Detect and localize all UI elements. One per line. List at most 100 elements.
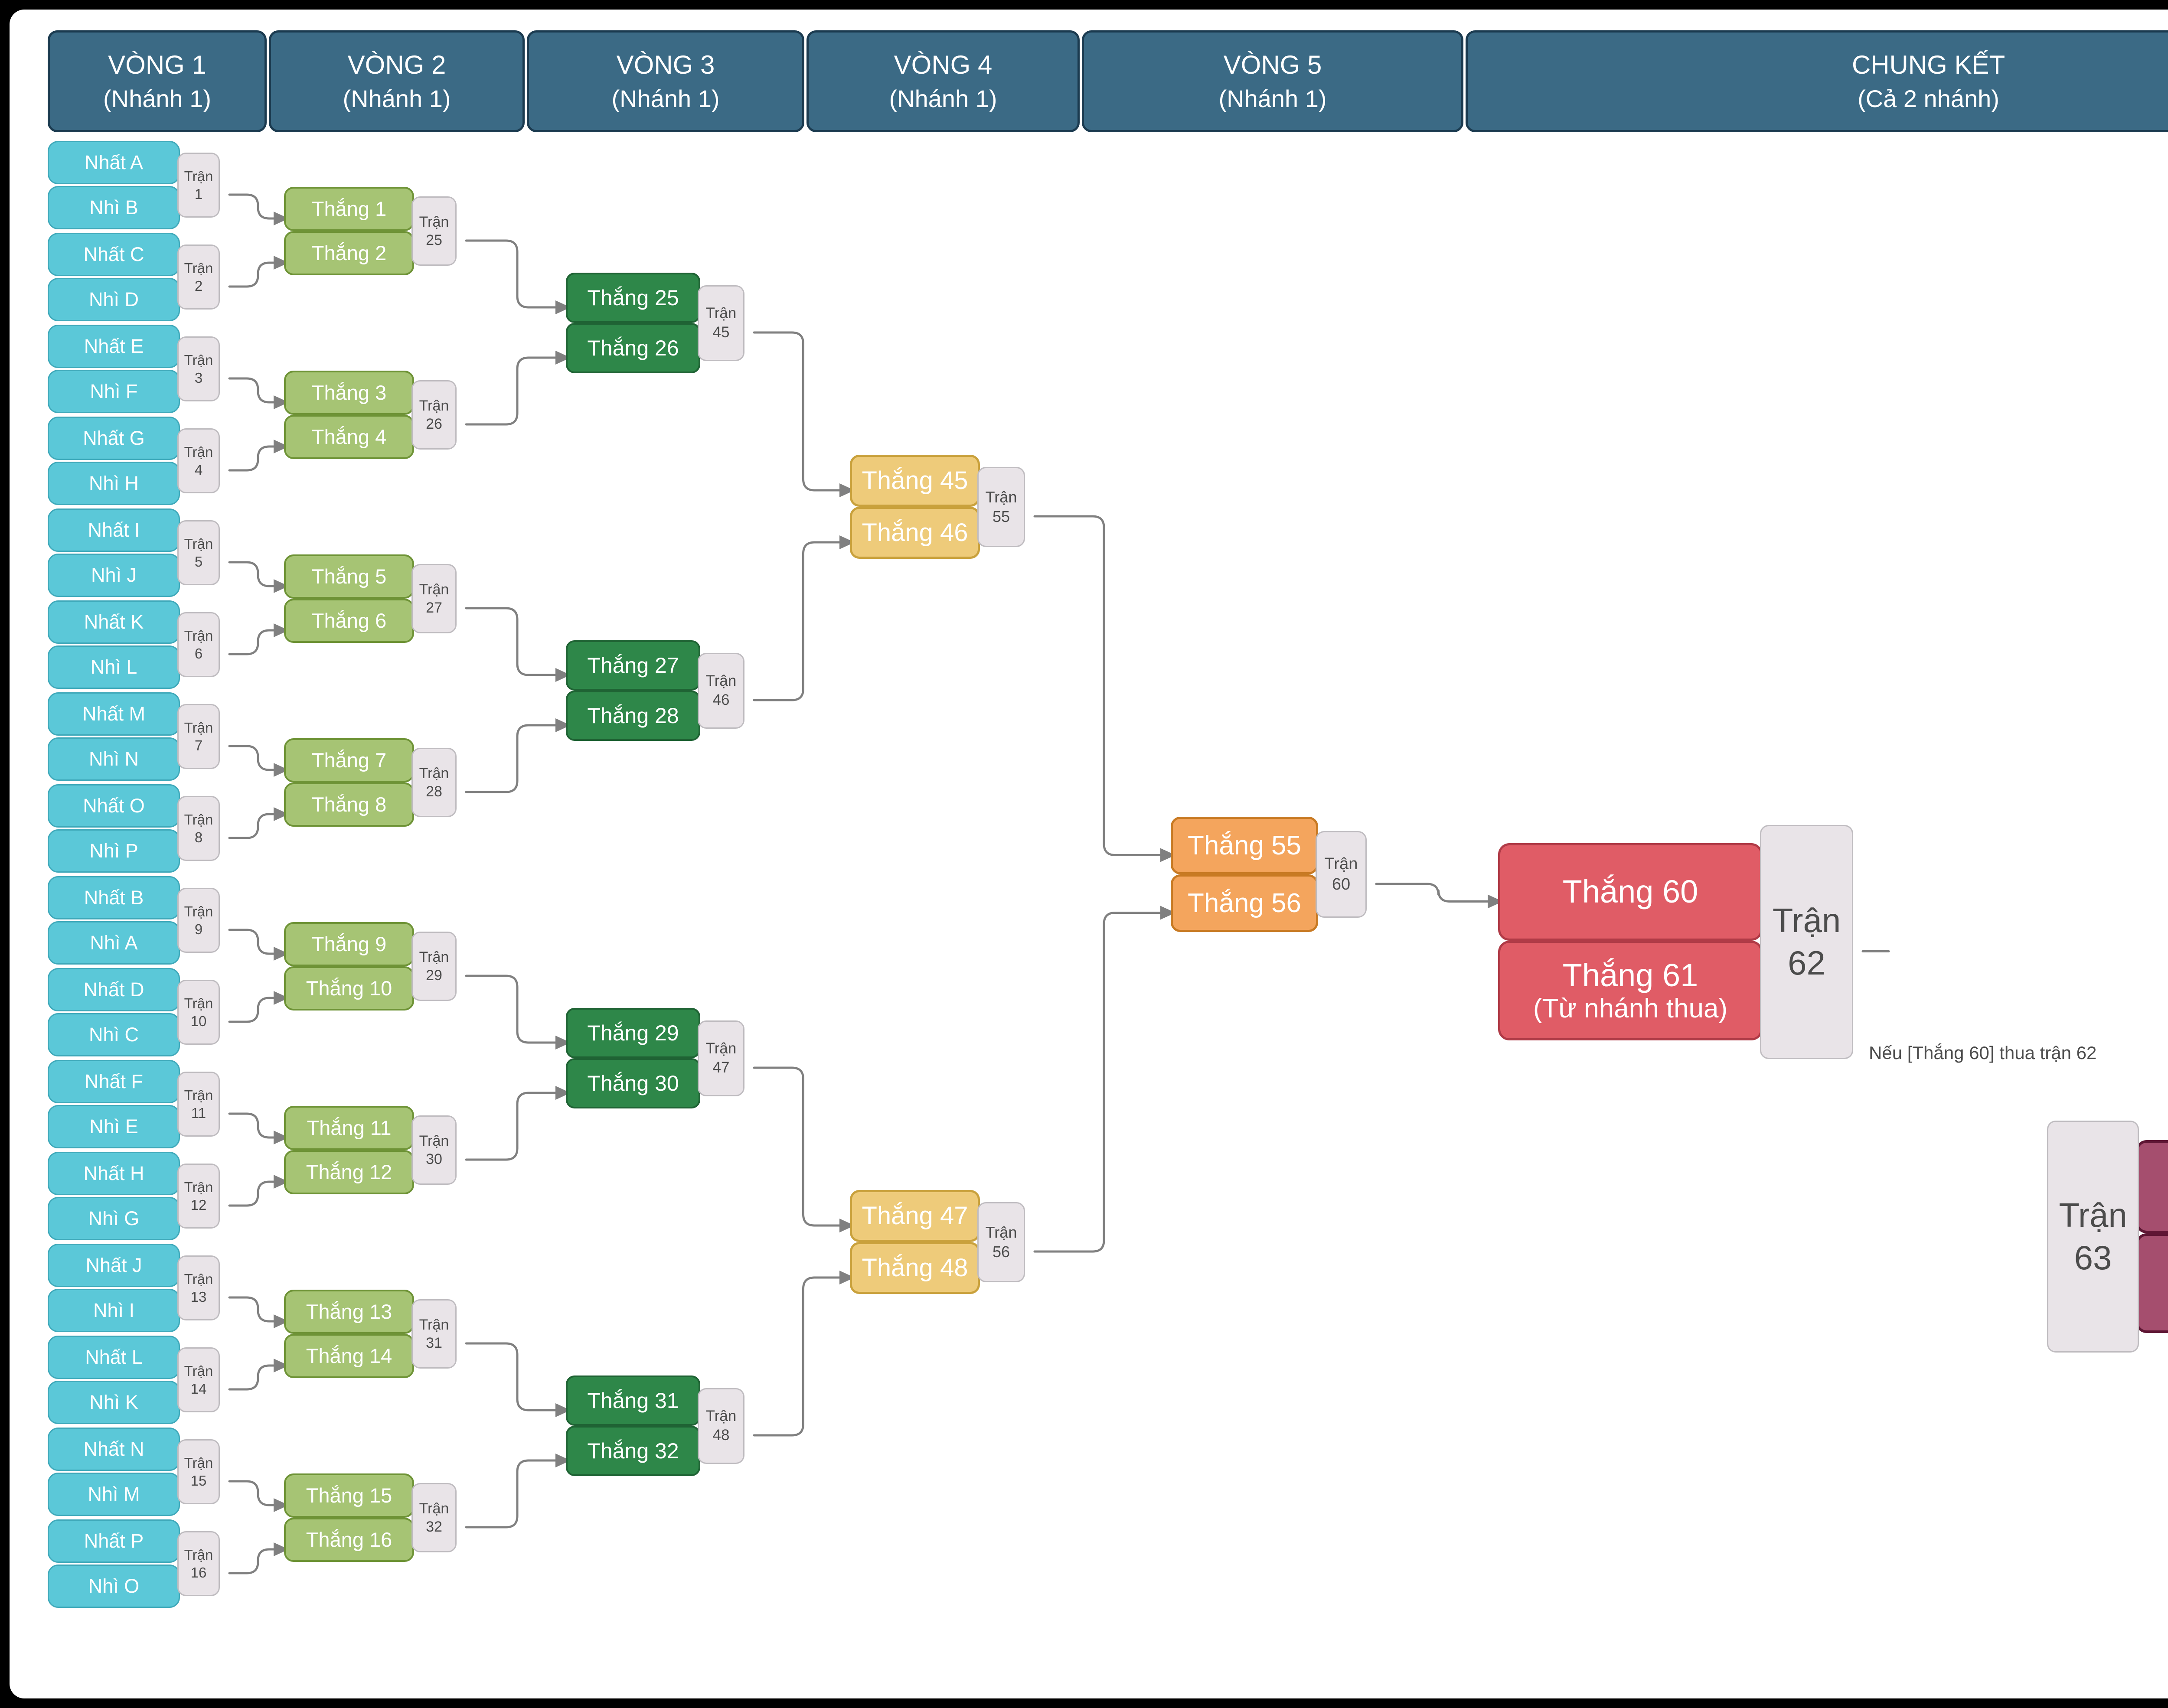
- round1-match-3-top-team[interactable]: Nhất E: [48, 325, 180, 368]
- round2-match-31-bottom-team[interactable]: Thắng 14: [284, 1334, 414, 1378]
- round1-match-2-top-team[interactable]: Nhất C: [48, 233, 180, 276]
- round4-match-56-bottom-team[interactable]: Thắng 48: [850, 1242, 980, 1294]
- round1-match-10-bottom-team[interactable]: Nhì C: [48, 1013, 180, 1056]
- round3-match-47-top-team[interactable]: Thắng 29: [566, 1008, 700, 1058]
- round2-match-32-bottom-team[interactable]: Thắng 16: [284, 1518, 414, 1562]
- round3-match-48-top-team[interactable]: Thắng 31: [566, 1376, 700, 1426]
- round1-match-3-bottom-team[interactable]: Nhì F: [48, 370, 180, 413]
- round2-match-30-top-team[interactable]: Thắng 11: [284, 1106, 414, 1150]
- round1-match-8-bottom-team[interactable]: Nhì P: [48, 829, 180, 873]
- round2-match-25-top-team[interactable]: Thắng 1: [284, 187, 414, 231]
- round2-match-25-bottom-team[interactable]: Thắng 2: [284, 231, 414, 275]
- round1-match-4-bottom-team[interactable]: Nhì H: [48, 462, 180, 505]
- round1-match-16-top-team[interactable]: Nhất P: [48, 1519, 180, 1563]
- round1-match-9-bottom-team[interactable]: Nhì A: [48, 921, 180, 965]
- round2-match-27-top-team[interactable]: Thắng 5: [284, 554, 414, 599]
- round3-match-46-top-team[interactable]: Thắng 27: [566, 640, 700, 691]
- match-number: 55: [992, 508, 1010, 525]
- round1-match-6-top-team[interactable]: Nhất K: [48, 600, 180, 644]
- round3-match-45-top-team[interactable]: Thắng 25: [566, 273, 700, 323]
- round4-match-55-bottom-team[interactable]: Thắng 46: [850, 507, 980, 559]
- round4-match-56-top-team[interactable]: Thắng 47: [850, 1190, 980, 1242]
- round1-match-2-bottom-team[interactable]: Nhì D: [48, 278, 180, 321]
- round3-match-48-bottom-team[interactable]: Thắng 32: [566, 1426, 700, 1476]
- round1-match-15-top-team[interactable]: Nhất N: [48, 1428, 180, 1471]
- round1-match-10-top-team[interactable]: Nhất D: [48, 968, 180, 1011]
- reset-match-63-bottom-team[interactable]: Thắng 61(Từ nhánh thua): [2135, 1233, 2168, 1333]
- round1-match-16-bottom-team[interactable]: Nhì O: [48, 1565, 180, 1608]
- round1-match-11-top-team[interactable]: Nhất F: [48, 1060, 180, 1103]
- round3-match-46-bottom-team[interactable]: Thắng 28: [566, 691, 700, 741]
- round2-match-32-top-team[interactable]: Thắng 15: [284, 1473, 414, 1518]
- round2-match-30-bottom-team[interactable]: Thắng 12: [284, 1150, 414, 1194]
- round2-match-29-bottom-team[interactable]: Thắng 10: [284, 966, 414, 1010]
- round5-match-60-top-team[interactable]: Thắng 55: [1171, 817, 1318, 874]
- round1-match-4-top-team[interactable]: Nhất G: [48, 417, 180, 460]
- round1-match-9-top-team[interactable]: Nhất B: [48, 876, 180, 919]
- round1-match-14-top-team[interactable]: Nhất L: [48, 1336, 180, 1379]
- reset-match-63-top-team[interactable]: Thắng 60: [2135, 1140, 2168, 1233]
- round1-match-13-top-team[interactable]: Nhất J: [48, 1244, 180, 1287]
- round1-match-5-bottom-team[interactable]: Nhì J: [48, 554, 180, 597]
- round1-match-5-top-team[interactable]: Nhất I: [48, 508, 180, 552]
- round1-match-8-top-team[interactable]: Nhất O: [48, 784, 180, 828]
- round1-match-13-bottom-team[interactable]: Nhì I: [48, 1289, 180, 1332]
- round1-match-12-bottom-team[interactable]: Nhì G: [48, 1197, 180, 1240]
- round1-match-11-bottom-team[interactable]: Nhì E: [48, 1105, 180, 1148]
- round2-match-27-bottom-team[interactable]: Thắng 6: [284, 599, 414, 643]
- round1-match-12-top-team[interactable]: Nhất H: [48, 1152, 180, 1195]
- final-match-62-bottom-team[interactable]: Thắng 61(Từ nhánh thua): [1498, 941, 1763, 1040]
- round1-match-1-bottom-team[interactable]: Nhì B: [48, 186, 180, 229]
- round1-match-7-top-team[interactable]: Nhất M: [48, 692, 180, 736]
- round1-match-1-top-team[interactable]: Nhất A: [48, 141, 180, 184]
- final-match-62-top-team[interactable]: Thắng 60: [1498, 843, 1763, 941]
- round2-match-31-top-team[interactable]: Thắng 13: [284, 1290, 414, 1334]
- round3-match-47-bottom-team[interactable]: Thắng 30: [566, 1058, 700, 1108]
- round2-match-26-bottom-team[interactable]: Thắng 4: [284, 415, 414, 459]
- round2-match-29-top-team[interactable]: Thắng 9: [284, 922, 414, 966]
- round1-match-6-bottom-team[interactable]: Nhì L: [48, 645, 180, 689]
- round2-match-28-top-team[interactable]: Thắng 7: [284, 738, 414, 782]
- round4-match-55-top-team[interactable]: Thắng 45: [850, 455, 980, 507]
- round1-match-14-bottom-team[interactable]: Nhì K: [48, 1381, 180, 1424]
- round2-match-28-bottom-team[interactable]: Thắng 8: [284, 782, 414, 827]
- round1-match-15-bottom-team[interactable]: Nhì M: [48, 1473, 180, 1516]
- round3-match-45-bottom-team[interactable]: Thắng 26: [566, 323, 700, 373]
- round1-match-7-bottom-team[interactable]: Nhì N: [48, 737, 180, 781]
- round5-match-60-bottom-team[interactable]: Thắng 56: [1171, 874, 1318, 932]
- round2-match-26-top-team[interactable]: Thắng 3: [284, 371, 414, 415]
